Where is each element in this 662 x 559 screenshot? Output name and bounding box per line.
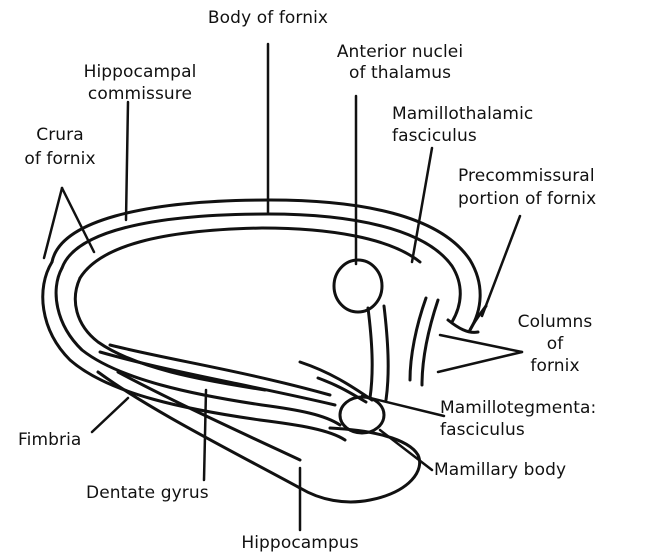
fornix-inner-arc [62,214,460,322]
leader-dentate-gyrus [204,390,206,480]
label-dentate-gyrus: Dentate gyrus [86,483,209,504]
label-columns-line2: of [500,334,610,355]
leader-mamillotegmental [362,396,444,416]
mamillothalamic-tract-2 [384,306,388,400]
fornix-innermost-arc [80,228,420,278]
leader-fimbria [92,398,128,432]
label-hippocampal-commissure-line1: Hippocampal [40,62,240,83]
leader-crura-2 [62,188,94,252]
mamillothalamic-tract [368,308,372,398]
leader-hippocampal-commissure [126,102,128,220]
label-body-of-fornix: Body of fornix [168,8,368,29]
label-mamillary-body: Mamillary body [434,460,566,481]
label-mamillothalamic-line2: fasciculus [392,126,477,147]
mamillotegmental-fibers [300,362,372,400]
label-anterior-nuclei-line1: Anterior nuclei [310,42,490,63]
anterior-nucleus-shape [334,260,382,312]
label-mamillotegmental-line2: fasciculus [440,420,525,441]
label-precommissural-line1: Precommissural [458,166,595,187]
label-columns-line1: Columns [500,312,610,333]
label-mamillotegmental-line1: Mamillotegmenta: [440,398,596,419]
fimbria-inner [56,268,340,425]
column-outer [422,300,438,385]
label-columns-line3: fornix [500,356,610,377]
leader-mamillary-body [380,430,432,470]
label-crura-line1: Crura [10,125,110,146]
fimbria-outer [43,262,345,440]
dentate-band [110,345,330,395]
label-hippocampal-commissure-line2: commissure [40,84,240,105]
label-mamillothalamic-line1: Mamillothalamic [392,104,533,125]
label-crura-line2: of fornix [0,149,120,170]
label-anterior-nuclei-line2: of thalamus [310,63,490,84]
mamillary-body-shape [340,397,384,433]
fornix-outer-arc [52,200,480,330]
leader-precommissural [482,216,520,316]
label-precommissural-line2: portion of fornix [458,189,596,210]
label-fimbria: Fimbria [18,430,81,451]
hippocampus-lower [118,372,300,460]
label-hippocampus: Hippocampus [200,533,400,554]
